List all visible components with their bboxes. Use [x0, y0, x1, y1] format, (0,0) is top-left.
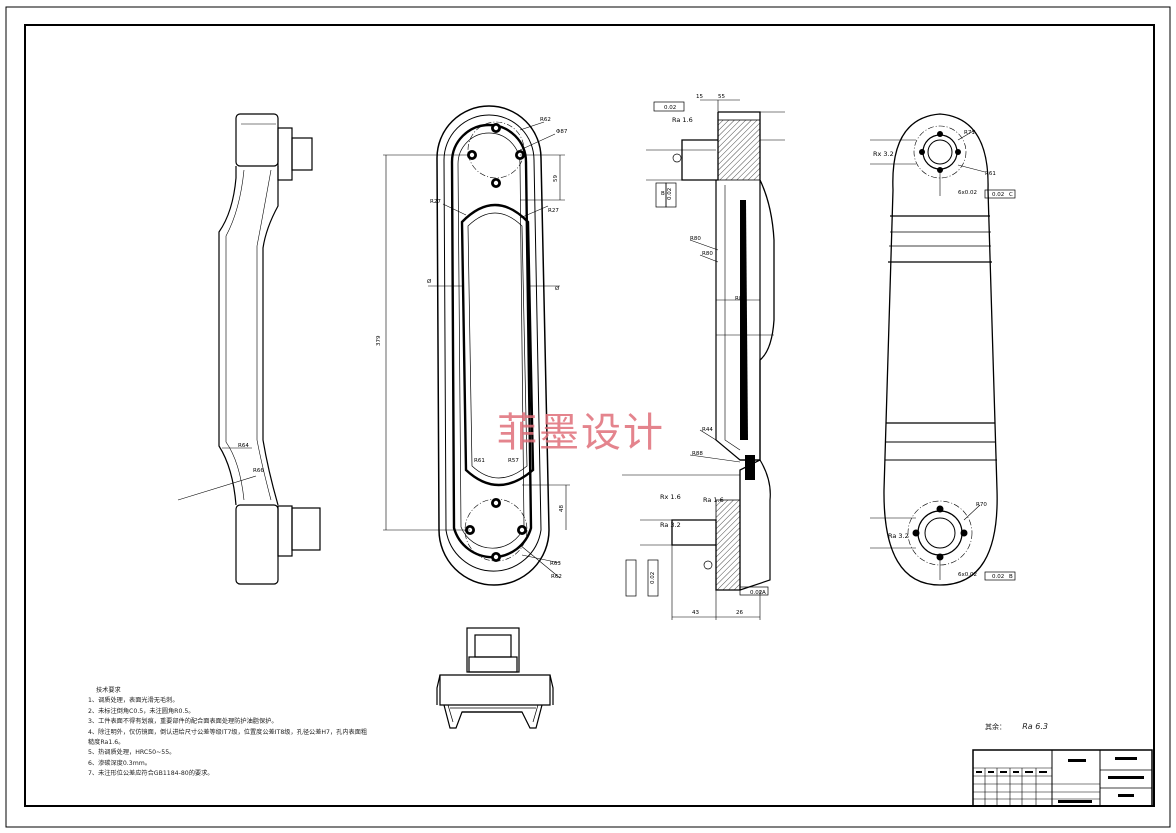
outer-sheet-border — [5, 6, 1171, 828]
dim-label: R57 — [508, 458, 519, 464]
tolerance-value: 0.02 — [992, 574, 1004, 580]
front-view — [177, 113, 321, 585]
tolerance-value: 0.02 — [750, 590, 762, 596]
dim-label: 6x0.02 — [958, 572, 977, 578]
technical-note-item: 1、调质处理，表面光滑无毛刺。 — [88, 697, 179, 705]
bottom-view — [436, 627, 554, 729]
remaining-roughness-value: Ra 6.3 — [1022, 722, 1048, 731]
technical-note-item: 4、除注明外，仅仿镜面，倒认进给尺寸公差等级IT7级，位置度公差IT8级，孔径公… — [88, 728, 368, 736]
tolerance-value: 0.02 — [664, 105, 676, 111]
dim-label: Ø — [555, 285, 560, 292]
roughness-label: Ra 1.6 — [672, 116, 693, 124]
drawing-frame — [24, 24, 1155, 807]
tolerance-value: 0.02 — [992, 192, 1004, 198]
dim-label: R80 — [690, 236, 701, 242]
tolerance-value: 0.02 — [650, 572, 656, 584]
dim-label: R27 — [548, 208, 559, 214]
dim-label: R27 — [430, 199, 441, 205]
top-view-labels: R62 Φ87 R27 R27 R61 R57 R63 R62 379 59 4… — [376, 117, 568, 580]
dim-label: 59 — [553, 175, 559, 182]
dim-label: R71 — [964, 130, 975, 136]
roughness-label: Rx 3.2 — [873, 150, 894, 158]
datum-label: B — [1009, 574, 1013, 580]
dim-label: R63 — [550, 561, 561, 567]
technical-note-item: 7、未注形位公差应符合GB1184-80的要求。 — [88, 770, 214, 778]
top-view — [383, 105, 570, 586]
section-view — [622, 99, 785, 620]
dim-label: Φ87 — [556, 129, 568, 135]
roughness-label: Rx 1.6 — [660, 493, 681, 501]
datum-label: A — [762, 590, 766, 596]
datum-label: C — [1009, 192, 1013, 198]
dim-label: Ø — [427, 278, 432, 285]
dim-label: R88 — [735, 296, 746, 302]
roughness-label: Ra 3.2 — [888, 532, 909, 540]
side-view-labels: R71 R61 Ra 3.2 Rx 3.2 R70 6x0.02 6x0.02 … — [873, 130, 1013, 580]
dim-label: 6x0.02 — [958, 190, 977, 196]
remaining-roughness-label: 其余： — [985, 723, 1006, 731]
dim-label: R88 — [692, 451, 703, 457]
watermark-text: 菲墨设计 — [497, 410, 665, 456]
dim-label: 15 — [696, 94, 703, 100]
technical-notes: 技术要求 1、调质处理，表面光滑无毛刺。 2、未标注倒角C0.5，未注圆角R0.… — [88, 686, 367, 780]
tolerance-value: 0.02 — [667, 188, 673, 200]
side-view — [870, 113, 1016, 586]
technical-note-item: 6、渗碳深度0.3mm。 — [88, 759, 151, 767]
section-view-labels: 15 55 Ra 1.6 Rx 1.6 Ra 1.6 Ra 3.2 43 26 … — [650, 94, 766, 616]
dim-label: 43 — [692, 610, 699, 616]
dim-label: 379 — [376, 335, 382, 346]
dim-label: R80 — [702, 251, 713, 257]
title-block — [972, 749, 1153, 807]
front-radius-label: R66 — [253, 468, 264, 474]
dim-label: 48 — [559, 505, 565, 512]
technical-note-item: 3、工件表面不得有划痕，重要部件的配合面表面处理防护油脂保护。 — [88, 718, 278, 726]
dim-label: R62 — [551, 574, 562, 580]
roughness-label: Ra 1.6 — [703, 496, 724, 504]
dim-label: R44 — [702, 427, 713, 433]
datum-label: B — [661, 191, 665, 197]
dim-label: 55 — [718, 94, 725, 100]
dim-label: R61 — [985, 171, 996, 177]
front-view-labels: R64 R66 — [238, 443, 264, 474]
dim-label: R61 — [474, 458, 485, 464]
technical-notes-title: 技术要求 — [96, 687, 121, 694]
technical-note-item: 2、未标注倒角C0.5，未注圆角R0.5。 — [88, 707, 195, 715]
technical-note-item: 糙度Ra1.6。 — [88, 739, 125, 747]
dim-label: 54 — [740, 328, 747, 334]
roughness-label: Ra 3.2 — [660, 521, 681, 529]
technical-note-item: 5、热调质处理，HRC50~55。 — [88, 749, 176, 757]
dim-label: R70 — [976, 502, 987, 508]
dim-label: 26 — [736, 610, 743, 616]
dim-label: R62 — [540, 117, 551, 123]
front-radius-label: R64 — [238, 443, 249, 449]
remaining-roughness: 其余： Ra 6.3 — [985, 722, 1048, 732]
